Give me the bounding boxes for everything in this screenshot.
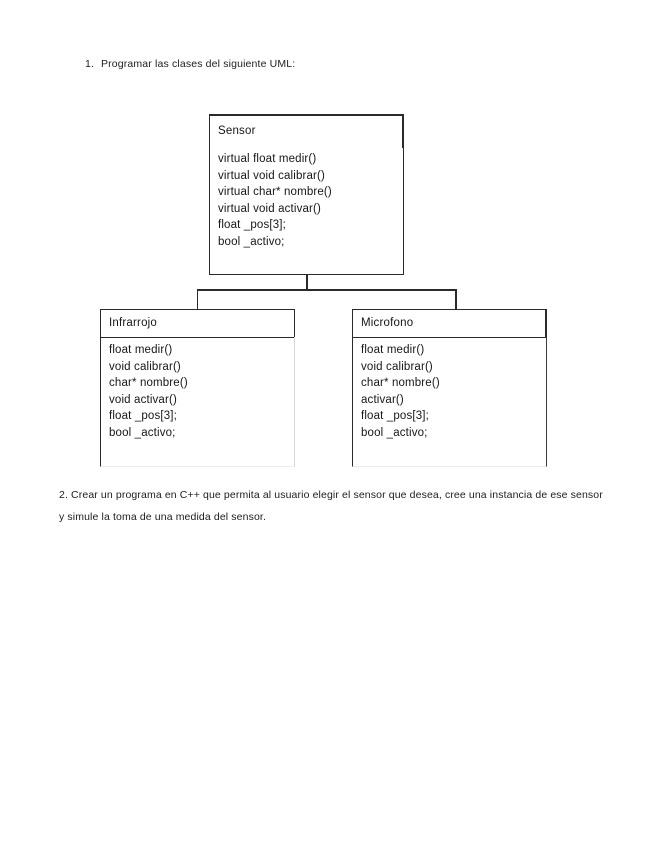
uml-class-sensor: Sensor virtual float medir() virtual voi…	[209, 114, 404, 275]
uml-class-infrarrojo: Infrarrojo float medir() void calibrar()…	[100, 309, 295, 467]
uml-class-microfono-divider	[353, 337, 546, 338]
uml-member: float _pos[3];	[218, 219, 286, 231]
uml-member: float medir()	[361, 344, 425, 356]
uml-class-infrarrojo-title-edge	[294, 309, 295, 337]
uml-class-microfono: Microfono float medir() void calibrar() …	[352, 309, 547, 467]
uml-member: void calibrar()	[109, 360, 181, 373]
uml-class-sensor-title: Sensor	[218, 125, 256, 137]
uml-member: activar()	[361, 393, 404, 406]
uml-member: virtual char* nombre()	[218, 186, 332, 198]
uml-class-infrarrojo-title: Infrarrojo	[109, 317, 158, 329]
uml-member: bool _activo;	[361, 426, 428, 439]
uml-class-microfono-title: Microfono	[361, 317, 414, 329]
uml-class-infrarrojo-members: float medir() void calibrar() char* nomb…	[101, 336, 294, 441]
uml-member: virtual float medir()	[218, 153, 317, 165]
instruction-item-2: 2. Crear un programa en C++ que permita …	[59, 489, 603, 523]
uml-member: float _pos[3];	[109, 410, 177, 422]
uml-member: char* nombre()	[361, 377, 440, 389]
uml-member: float medir()	[109, 344, 173, 356]
generalization-drop-microfono	[455, 289, 457, 310]
uml-member: float _pos[3];	[361, 410, 429, 422]
uml-member: char* nombre()	[109, 377, 188, 389]
generalization-drop-infrarrojo	[197, 289, 198, 310]
uml-member: virtual void calibrar()	[218, 169, 325, 182]
generalization-stem-line	[306, 275, 308, 291]
uml-class-microfono-members: float medir() void calibrar() char* nomb…	[353, 336, 546, 441]
generalization-horizontal-bar	[197, 289, 456, 291]
uml-class-diagram: Sensor virtual float medir() virtual voi…	[100, 114, 547, 467]
instruction-1-text: Programar las clases del siguiente UML:	[101, 58, 296, 70]
uml-member: virtual void activar()	[218, 202, 321, 215]
instruction-1-number: 1.	[85, 58, 95, 70]
uml-member: bool _activo;	[218, 235, 285, 248]
uml-member: void calibrar()	[361, 360, 433, 373]
uml-member: void activar()	[109, 393, 177, 406]
uml-class-sensor-members: virtual float medir() virtual void calib…	[210, 144, 403, 250]
uml-class-infrarrojo-divider	[101, 337, 294, 338]
instruction-item-1: 1. Programar las clases del siguiente UML…	[85, 58, 295, 70]
uml-member: bool _activo;	[109, 426, 176, 439]
uml-class-microfono-title-edge	[545, 309, 547, 337]
